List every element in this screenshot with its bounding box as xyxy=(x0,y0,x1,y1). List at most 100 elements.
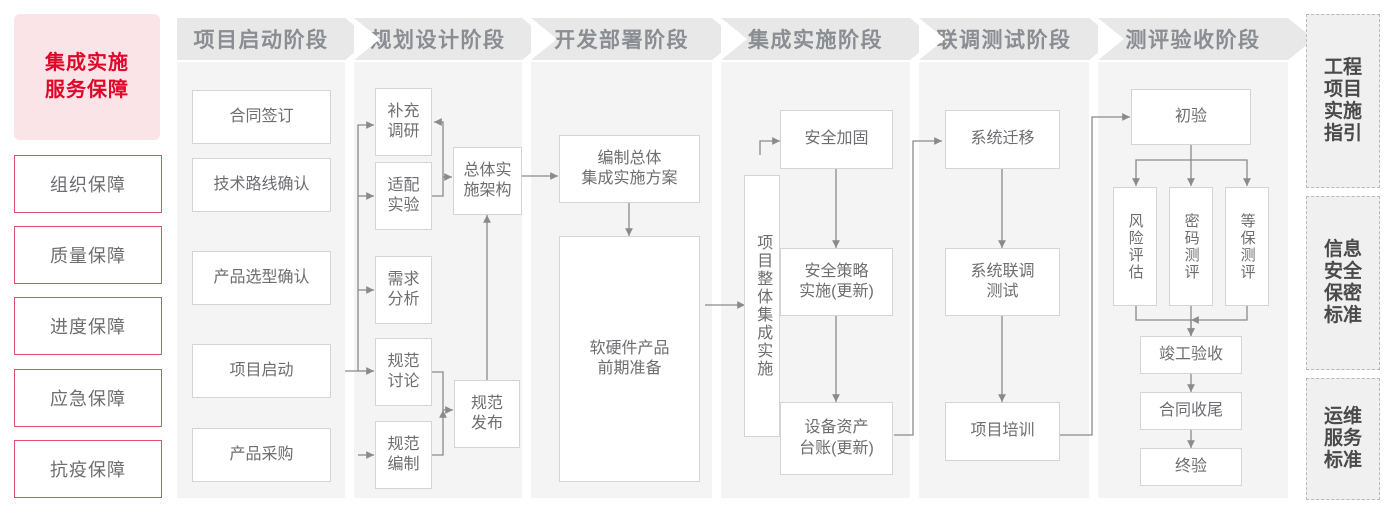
node-product-selection-confirm[interactable]: 产品选型确认 xyxy=(192,251,331,305)
phase-header-1[interactable]: 项目启动阶段 xyxy=(177,18,345,60)
node-spec-release[interactable]: 规范 发布 xyxy=(454,380,520,448)
node-project-training[interactable]: 项目培训 xyxy=(945,402,1060,461)
phase-header-label-6: 测评验收阶段 xyxy=(1125,29,1261,52)
node-security-policy-implementation[interactable]: 安全策略 实施(更新) xyxy=(780,248,893,316)
lead-title-line-2: 服务保障 xyxy=(45,79,129,101)
node-label-line-1: 补充 xyxy=(387,102,420,120)
guarantee-item-1[interactable]: 组织保障 xyxy=(14,155,162,213)
guarantee-label-5: 抗疫保障 xyxy=(50,460,126,480)
node-label: 项目培训 xyxy=(970,422,1035,440)
node-label: 安全策略 实施(更新) xyxy=(799,262,874,303)
node-label: 合同收尾 xyxy=(1158,401,1223,419)
node-label-line-1: 需求 xyxy=(387,270,420,288)
guarantee-item-2[interactable]: 质量保障 xyxy=(14,226,162,284)
node-label-line-2: 调研 xyxy=(387,123,420,140)
node-mlps-evaluation[interactable]: 等保测评 xyxy=(1225,187,1269,306)
reference-standard-1[interactable]: 工程项目实施指引 xyxy=(1306,14,1380,188)
phase-header-4[interactable]: 集成实施阶段 xyxy=(721,18,910,60)
phase-header-label-5: 联调测试阶段 xyxy=(936,29,1072,52)
node-label: 风险评估 xyxy=(1126,212,1144,281)
node-label-line-1: 系统联调 xyxy=(970,262,1035,280)
node-overall-implementation-architecture[interactable]: 总体实 施架构 xyxy=(453,147,522,215)
node-label: 项目启动 xyxy=(229,361,294,379)
node-hw-sw-product-preparation[interactable]: 软硬件产品 前期准备 xyxy=(559,236,700,482)
node-contract-closeout[interactable]: 合同收尾 xyxy=(1140,392,1242,430)
node-label: 规范 讨论 xyxy=(387,352,419,393)
guarantee-label-2: 质量保障 xyxy=(50,246,126,266)
node-label-line-2: 实验 xyxy=(387,197,420,214)
node-label-line-1: 设备资产 xyxy=(804,419,869,437)
guarantee-label-1: 组织保障 xyxy=(50,175,126,195)
node-supplementary-research[interactable]: 补充 调研 xyxy=(375,88,432,156)
node-product-procurement[interactable]: 产品采购 xyxy=(192,428,331,482)
node-project-kickoff[interactable]: 项目启动 xyxy=(192,344,331,398)
reference-standard-2[interactable]: 信息安全保密标准 xyxy=(1306,196,1380,370)
phase-header-label-3: 开发部署阶段 xyxy=(554,29,689,52)
node-label: 编制总体 集成实施方案 xyxy=(581,149,677,190)
node-label-line-1: 规范 xyxy=(470,394,503,412)
node-label: 总体实 施架构 xyxy=(463,161,511,202)
guarantee-item-4[interactable]: 应急保障 xyxy=(14,369,162,427)
phase-header-6[interactable]: 测评验收阶段 xyxy=(1098,18,1288,60)
phase-header-label-1: 项目启动阶段 xyxy=(193,29,329,52)
node-label-line-2: 分析 xyxy=(387,291,420,308)
node-requirements-analysis[interactable]: 需求 分析 xyxy=(375,256,432,324)
node-contract-signing[interactable]: 合同签订 xyxy=(192,90,331,144)
node-label: 项目整体集成实施 xyxy=(754,234,772,378)
guarantee-item-3[interactable]: 进度保障 xyxy=(14,297,162,355)
node-label: 合同签订 xyxy=(229,107,294,125)
node-label: 系统联调 测试 xyxy=(970,262,1034,303)
node-cryptography-evaluation[interactable]: 密码测评 xyxy=(1169,187,1213,306)
node-label: 竣工验收 xyxy=(1158,345,1223,363)
node-system-migration[interactable]: 系统迁移 xyxy=(945,110,1060,169)
node-label: 软硬件产品 前期准备 xyxy=(589,339,669,380)
node-tech-route-confirm[interactable]: 技术路线确认 xyxy=(192,158,331,212)
node-label: 设备资产 台账(更新) xyxy=(799,418,874,459)
node-label: 补充 调研 xyxy=(387,102,419,143)
node-label: 需求 分析 xyxy=(387,270,419,311)
node-draft-overall-integration-plan[interactable]: 编制总体 集成实施方案 xyxy=(559,135,700,203)
reference-standard-label-2: 信息安全保密标准 xyxy=(1323,238,1362,327)
guarantee-label-3: 进度保障 xyxy=(50,317,126,337)
node-label: 初验 xyxy=(1174,107,1207,125)
phase-header-3[interactable]: 开发部署阶段 xyxy=(531,18,712,60)
reference-standard-3[interactable]: 运维服务标准 xyxy=(1306,378,1380,500)
node-preliminary-acceptance[interactable]: 初验 xyxy=(1131,89,1251,145)
node-label-line-2: 测试 xyxy=(986,283,1019,300)
phase-header-label-4: 集成实施阶段 xyxy=(748,29,883,52)
node-spec-drafting[interactable]: 规范 编制 xyxy=(375,421,432,489)
node-overall-project-integration[interactable]: 项目整体集成实施 xyxy=(744,175,780,437)
node-final-acceptance[interactable]: 终验 xyxy=(1140,448,1242,486)
guarantee-label-4: 应急保障 xyxy=(50,389,126,409)
guarantee-item-5[interactable]: 抗疫保障 xyxy=(14,440,162,498)
node-label-line-2: 发布 xyxy=(470,415,503,432)
node-system-joint-debug-test[interactable]: 系统联调 测试 xyxy=(945,248,1060,316)
node-label-line-2: 讨论 xyxy=(387,373,420,390)
phase-header-2[interactable]: 规划设计阶段 xyxy=(354,18,522,60)
node-label: 系统迁移 xyxy=(970,130,1035,148)
node-label-line-2: 施架构 xyxy=(463,182,512,199)
node-label-line-2: 台账(更新) xyxy=(799,439,874,457)
node-label-line-1: 软硬件产品 xyxy=(589,339,670,357)
node-label-line-2: 集成实施方案 xyxy=(581,170,678,187)
node-security-hardening[interactable]: 安全加固 xyxy=(780,110,893,169)
node-completion-acceptance[interactable]: 竣工验收 xyxy=(1140,336,1242,374)
node-label: 密码测评 xyxy=(1182,212,1200,281)
node-label: 规范 编制 xyxy=(387,435,419,476)
node-label: 规范 发布 xyxy=(471,394,503,435)
node-label-line-1: 总体实 xyxy=(463,161,512,179)
lead-title-line-1: 集成实施 xyxy=(45,52,129,74)
node-spec-discussion[interactable]: 规范 讨论 xyxy=(375,338,432,406)
node-label: 安全加固 xyxy=(804,130,869,148)
phase-header-label-2: 规划设计阶段 xyxy=(370,29,506,52)
node-risk-assessment[interactable]: 风险评估 xyxy=(1113,187,1157,306)
node-adaptation-experiment[interactable]: 适配 实验 xyxy=(375,162,432,230)
node-label: 等保测评 xyxy=(1238,212,1256,281)
node-label-line-2: 编制 xyxy=(387,456,420,473)
phase-header-5[interactable]: 联调测试阶段 xyxy=(919,18,1089,60)
node-label: 产品采购 xyxy=(229,445,294,463)
node-equipment-asset-ledger[interactable]: 设备资产 台账(更新) xyxy=(780,402,893,475)
reference-standard-label-1: 工程项目实施指引 xyxy=(1323,56,1362,145)
node-label: 终验 xyxy=(1174,457,1207,475)
node-label: 技术路线确认 xyxy=(213,175,310,193)
